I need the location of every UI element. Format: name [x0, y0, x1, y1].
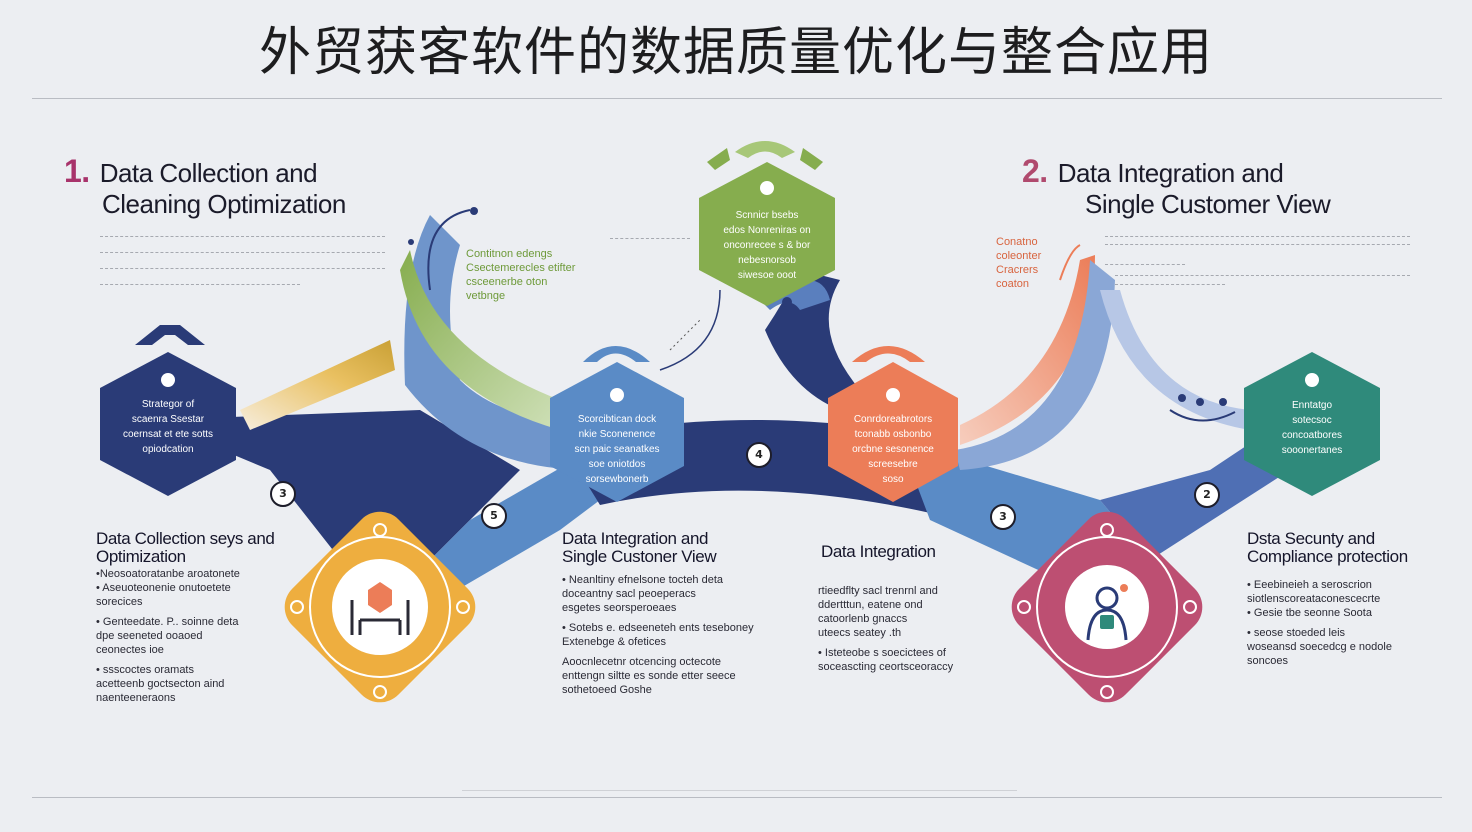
column-bullet: • Isteteobe s soecictees of soceascting …: [818, 647, 954, 673]
text-placeholder-line: [1105, 236, 1410, 237]
column-text-1: •Neosoatoratanbe aroatonete • Aseuoteone…: [96, 567, 266, 711]
security-person-icon: [1086, 584, 1128, 641]
text-placeholder-line: [610, 238, 690, 239]
title-divider: [32, 98, 1442, 99]
text-placeholder-line: [100, 268, 385, 269]
step-circle-5: 2: [1194, 482, 1220, 508]
text-placeholder-line: [1105, 244, 1410, 245]
column-title-3: Data Integration: [821, 542, 936, 561]
column-text-3: rtieedflty sacl trenrnl and ddertttun, e…: [818, 584, 978, 680]
section-heading-2: 2. Data Integration and Single Customer V…: [1022, 153, 1331, 220]
hexagon-blue-icon: [610, 388, 624, 402]
hexagon-teal-icon: [1305, 373, 1319, 387]
cap-green-left: [707, 148, 730, 170]
text-placeholder-line: [1105, 264, 1185, 265]
connector-dot: [470, 207, 478, 215]
annotation-orange: Conatno coleonter Cracrers coaton: [996, 236, 1042, 290]
footer-divider-short: [462, 790, 1017, 791]
connector-dot: [408, 239, 414, 245]
hexagon-green: [699, 162, 835, 306]
hexagon-orange-text: Conrdoreabrotors tconabb osbonbo orcbne …: [852, 414, 934, 485]
text-placeholder-line: [100, 284, 300, 285]
arc-blue-left: [404, 215, 590, 470]
section-number: 2.: [1022, 153, 1048, 189]
hexagon-navy-icon: [161, 373, 175, 387]
arc-navy-center-2: [760, 280, 830, 310]
cap-green: [735, 141, 795, 158]
section-heading-line: Cleaning Optimization: [102, 189, 346, 219]
hexagon-navy: [100, 352, 236, 496]
column-text-2: • Neanltiny efnelsone tocteh deta docean…: [562, 573, 777, 703]
column-bullet: • Genteedate. P.. soinne deta dpe seenet…: [96, 616, 239, 656]
hexagon-orange: [828, 362, 958, 502]
footer-divider: [32, 797, 1442, 798]
arc-green-left: [400, 250, 560, 430]
hexagon-blue: [550, 362, 684, 502]
text-placeholder-line: [100, 236, 385, 237]
database-people-icon: [350, 582, 410, 635]
arc-yellow-band: [240, 340, 395, 430]
column-bullet: • seose stoeded leis woseansd soecedcg e…: [1247, 627, 1392, 667]
arc-blue-right: [955, 260, 1115, 470]
page-title: 外贸获客软件的数据质量优化与整合应用: [258, 23, 1213, 83]
text-placeholder-line: [1115, 275, 1410, 276]
text-placeholder-line: [100, 252, 385, 253]
hexagon-green-icon: [760, 181, 774, 195]
step-circle-3: 4: [746, 442, 772, 468]
column-text-4: • Eeebineieh a seroscrion siotlenscoreat…: [1247, 578, 1432, 674]
hexagon-blue-text: Scorcibtican dock nkie Sconenence scn pa…: [574, 414, 660, 485]
cap-green-right: [800, 148, 823, 170]
hexagon-orange-icon: [886, 388, 900, 402]
cap-orange: [852, 346, 925, 362]
cap-blue: [583, 346, 650, 362]
step-circle-1: 3: [270, 481, 296, 507]
hexagon-navy-text: Strategor of scaenra Ssestar coernsat et…: [122, 399, 214, 455]
connector-curve-right: [1059, 244, 1081, 281]
hexagon-teal-text: Enntatgo sotecsoc concoatbores sooonerta…: [1281, 400, 1343, 456]
people-figures-icon: [1169, 394, 1236, 422]
column-bullet: • Sotebs e. edseeneteh ents teseboney Ex…: [562, 622, 754, 648]
annotation-green: Contitnon edengs Csectemerecles etifter …: [466, 248, 576, 302]
section-heading-1: 1. Data Collection and Cleaning Optimizat…: [64, 153, 346, 220]
section-heading-line: Data Collection and: [99, 158, 318, 188]
connector-curve-dash: [669, 319, 701, 351]
section-heading-line: Single Customer View: [1085, 189, 1331, 219]
arc-orange-right: [960, 255, 1095, 445]
column-title-2: Data Integration and Single Custoner Vie…: [562, 529, 717, 566]
hexagon-green-text: Scnnicr bsebs edos Nonreniras on onconre…: [723, 210, 811, 281]
section-heading-line: Data Integration and: [1057, 158, 1284, 188]
column-title-4: Dsta Secunty and Compliance protection: [1247, 529, 1408, 566]
arc-lightblue-right: [1100, 290, 1250, 430]
connector-curve-center: [659, 289, 721, 371]
text-placeholder-line: [1115, 284, 1225, 285]
step-circle-2: 5: [481, 503, 507, 529]
connector-curve-left: [427, 209, 471, 291]
column-bullet: •Neosoatoratanbe aroatonete • Aseuoteone…: [96, 568, 240, 608]
step-circle-4: 3: [990, 504, 1016, 530]
column-bullet: Aoocnlecetnr otcencing octecote enttengn…: [562, 656, 736, 696]
column-bullet: rtieedflty sacl trenrnl and ddertttun, e…: [818, 585, 938, 639]
section-number: 1.: [64, 153, 90, 189]
column-bullet: • Neanltiny efnelsone tocteh deta docean…: [562, 574, 724, 614]
connector-dot: [782, 297, 792, 307]
hexagon-teal: [1244, 352, 1380, 496]
cap-navy: [135, 325, 205, 345]
column-title-1: Data Collection seys and Optimization: [96, 529, 275, 566]
column-bullet: • Eeebineieh a seroscrion siotlenscoreat…: [1247, 579, 1381, 619]
column-bullet: • ssscoctes oramats acetteenb goctsecton…: [96, 664, 225, 704]
